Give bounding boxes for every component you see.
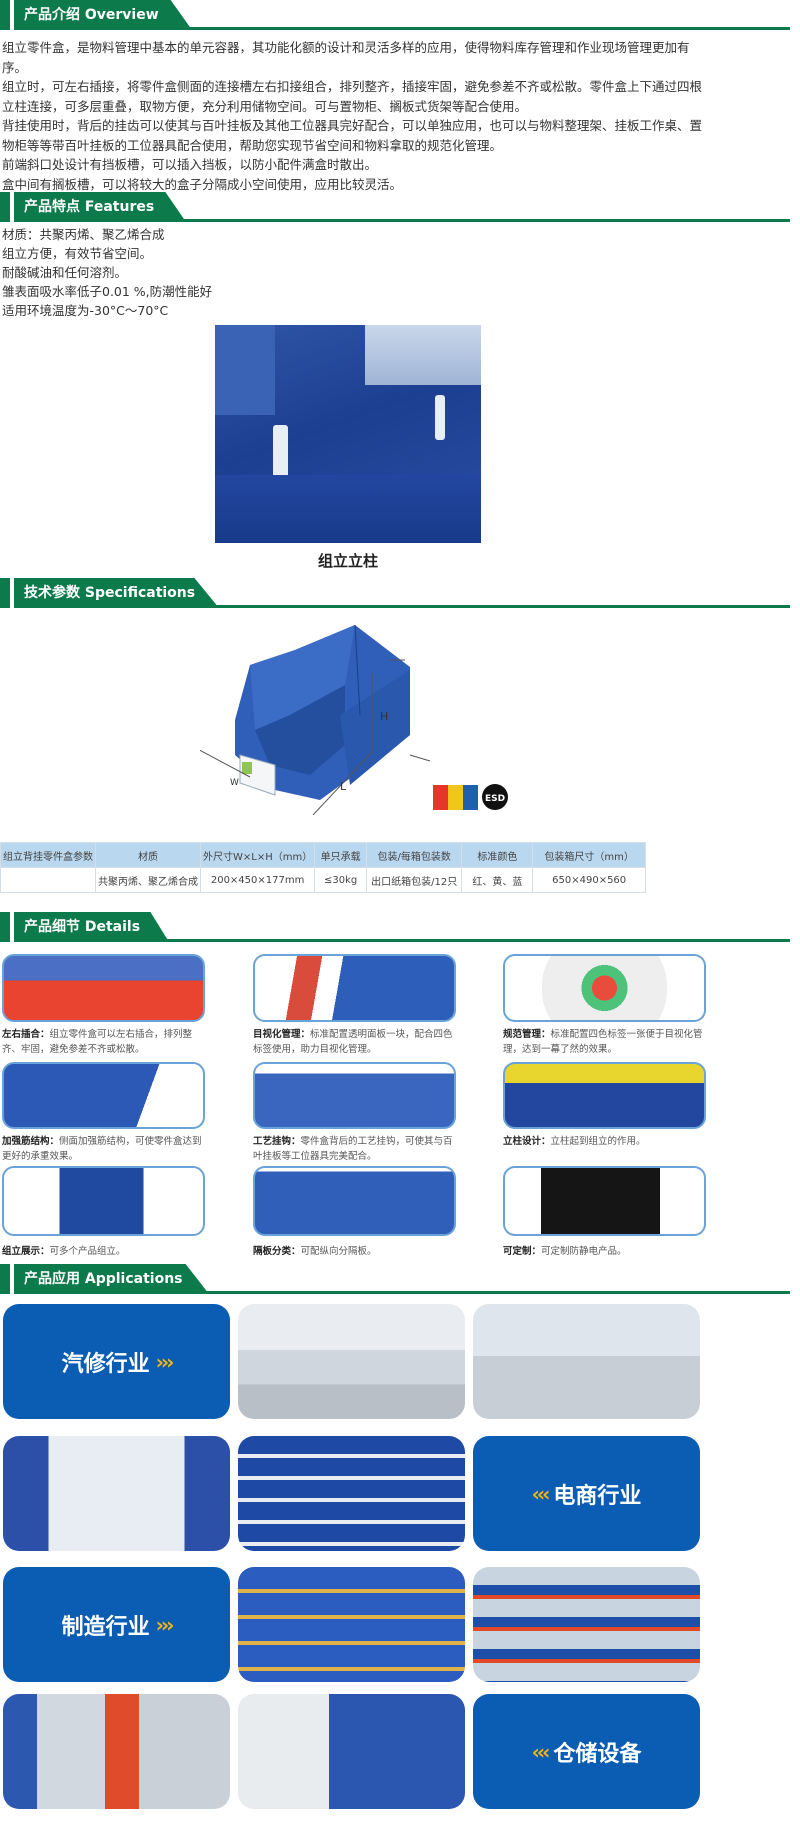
- feature-item: 耐酸碱油和任何溶剂。: [2, 265, 128, 280]
- overview-paragraph: 背挂使用时，背后的挂齿可以使其与百叶挂板及其他工位器具完好配合，可以单独应用，也…: [2, 118, 703, 153]
- detail-image-card: [253, 1166, 456, 1236]
- detail-description: 加强筋结构：侧面加强筋结构，可使零件盒达到更好的承重效果。: [2, 1134, 207, 1164]
- application-photo: [238, 1567, 465, 1682]
- chevrons-left-icon: ‹‹‹: [531, 1739, 551, 1764]
- detail-desc: 可配纵向分隔板。: [300, 1246, 377, 1257]
- application-photo: [473, 1304, 700, 1419]
- product-dimension-diagram: H L W ESD: [200, 624, 508, 815]
- section-header-details: 产品细节 Details: [0, 912, 790, 942]
- detail-image-card: [2, 1062, 205, 1129]
- application-photo: [238, 1304, 465, 1419]
- esd-label: ESD: [485, 794, 505, 804]
- color-swatch-yellow: [448, 785, 463, 810]
- detail-name: 工艺挂钩：: [253, 1136, 301, 1147]
- detail-name: 可定制：: [503, 1246, 542, 1257]
- feature-item: 组立方便，有效节省空间。: [2, 246, 153, 261]
- detail-name: 左右插合：: [2, 1029, 50, 1040]
- detail-description: 立柱设计：立柱起到组立的作用。: [503, 1134, 708, 1149]
- detail-name: 隔板分类：: [253, 1246, 301, 1257]
- application-label: 汽修行业: [61, 1351, 150, 1377]
- detail-image-card: [503, 1062, 706, 1129]
- table-header-row: 组立背挂零件盒参数 材质 外尺寸W×L×H（mm） 单只承载 包装/每箱包装数 …: [0, 842, 646, 868]
- application-label: 仓储设备: [553, 1741, 642, 1767]
- image-caption: 组立立柱: [317, 552, 378, 570]
- section-title: 技术参数 Specifications: [14, 578, 219, 608]
- section-header-applications: 产品应用 Applications: [0, 1264, 790, 1294]
- detail-image-card: [253, 954, 456, 1022]
- application-photo: [3, 1694, 230, 1809]
- detail-desc: 组立零件盒可以左右插合，排列整齐、牢固，避免参差不齐或松散。: [2, 1029, 193, 1055]
- detail-description: 规范管理：标准配置四色标签一张便于目视化管理，达到一幕了然的效果。: [503, 1027, 708, 1057]
- feature-item: 材质：共聚丙烯、聚乙烯合成: [2, 227, 165, 242]
- detail-description: 工艺挂钩：零件盒背后的工艺挂钩，可使其与百叶挂板等工位器具完美配合。: [253, 1134, 458, 1164]
- stacking-post-photo: [215, 325, 481, 543]
- features-list: 材质：共聚丙烯、聚乙烯合成 组立方便，有效节省空间。 耐酸碱油和任何溶剂。 雏表…: [2, 225, 712, 320]
- detail-desc: 标准配置透明面板一块，配合四色标签使用，助力目视化管理。: [253, 1029, 453, 1055]
- overview-paragraph: 前端斜口处设计有挡板槽，可以插入挡板，以防小配件满盒时散出。: [2, 157, 378, 172]
- chevrons-left-icon: ‹‹‹: [531, 1481, 551, 1506]
- section-title: 产品特点 Features: [14, 192, 186, 222]
- application-tile[interactable]: ‹‹‹仓储设备: [473, 1694, 700, 1809]
- color-swatch-blue: [463, 785, 478, 810]
- overview-paragraph: 组立时，可左右插接，将零件盒侧面的连接槽左右扣接组合，排列整齐，插接牢固，避免参…: [2, 79, 703, 114]
- application-label: 电商行业: [553, 1483, 642, 1509]
- dim-label-l: L: [340, 780, 347, 793]
- application-photo: [238, 1694, 465, 1809]
- section-title: 产品应用 Applications: [14, 1264, 209, 1294]
- application-photo: [238, 1436, 465, 1551]
- overview-text: 组立零件盒，是物料管理中基本的单元容器，其功能化额的设计和灵活多样的应用，使得物…: [2, 38, 712, 194]
- dim-label-h: H: [380, 710, 388, 723]
- application-tile[interactable]: 汽修行业›››: [3, 1304, 230, 1419]
- detail-image-card: [2, 1166, 205, 1236]
- section-title: 产品细节 Details: [14, 912, 169, 942]
- table-row: 共聚丙烯、聚乙烯合成 200×450×177mm ≤30kg 出口纸箱包装/12…: [0, 867, 646, 893]
- detail-desc: 可定制防静电产品。: [541, 1246, 627, 1257]
- application-tile[interactable]: 制造行业›››: [3, 1567, 230, 1682]
- detail-description: 可定制：可定制防静电产品。: [503, 1244, 708, 1259]
- esd-badge-icon: [482, 784, 508, 810]
- section-header-features: 产品特点 Features: [0, 192, 790, 222]
- overview-paragraph: 盒中间有搁板槽，可以将较大的盒子分隔成小空间使用，应用比较灵活。: [2, 176, 403, 192]
- application-label: 制造行业: [61, 1614, 150, 1640]
- detail-desc: 零件盒背后的工艺挂钩，可使其与百叶挂板等工位器具完美配合。: [253, 1136, 453, 1162]
- overview-paragraph: 组立零件盒，是物料管理中基本的单元容器，其功能化额的设计和灵活多样的应用，使得物…: [2, 40, 690, 75]
- detail-image-card: [503, 1166, 706, 1236]
- feature-item: 雏表面吸水率低子0.01 %,防潮性能好: [2, 284, 213, 299]
- section-title: 产品介绍 Overview: [14, 0, 192, 30]
- detail-name: 立柱设计：: [503, 1136, 551, 1147]
- detail-name: 加强筋结构：: [2, 1136, 60, 1147]
- detail-image-card: [2, 954, 205, 1022]
- color-swatch-red: [433, 785, 448, 810]
- detail-description: 左右插合：组立零件盒可以左右插合，排列整齐、牢固，避免参差不齐或松散。: [2, 1027, 207, 1057]
- spec-table: 组立背挂零件盒参数 材质 外尺寸W×L×H（mm） 单只承载 包装/每箱包装数 …: [0, 842, 646, 893]
- feature-item: 适用环境温度为-30°C～70°C: [2, 303, 169, 318]
- detail-image-card: [503, 954, 706, 1022]
- application-tile[interactable]: ‹‹‹电商行业: [473, 1436, 700, 1551]
- detail-desc: 侧面加强筋结构，可使零件盒达到更好的承重效果。: [2, 1136, 202, 1162]
- detail-desc: 立柱起到组立的作用。: [550, 1136, 646, 1147]
- chevrons-right-icon: ›››: [155, 1349, 175, 1374]
- detail-name: 组立展示：: [2, 1246, 50, 1257]
- detail-name: 规范管理：: [503, 1029, 551, 1040]
- section-header-specs: 技术参数 Specifications: [0, 578, 790, 608]
- detail-description: 目视化管理：标准配置透明面板一块，配合四色标签使用，助力目视化管理。: [253, 1027, 458, 1057]
- detail-description: 组立展示：可多个产品组立。: [2, 1244, 207, 1259]
- application-photo: [473, 1567, 700, 1682]
- detail-image-card: [253, 1062, 456, 1129]
- detail-desc: 标准配置四色标签一张便于目视化管理，达到一幕了然的效果。: [503, 1029, 703, 1055]
- detail-desc: 可多个产品组立。: [49, 1246, 126, 1257]
- detail-name: 目视化管理：: [253, 1029, 311, 1040]
- chevrons-right-icon: ›››: [155, 1612, 175, 1637]
- dim-label-w: W: [230, 778, 239, 788]
- section-header-overview: 产品介绍 Overview: [0, 0, 790, 30]
- detail-description: 隔板分类：可配纵向分隔板。: [253, 1244, 458, 1259]
- application-photo: [3, 1436, 230, 1551]
